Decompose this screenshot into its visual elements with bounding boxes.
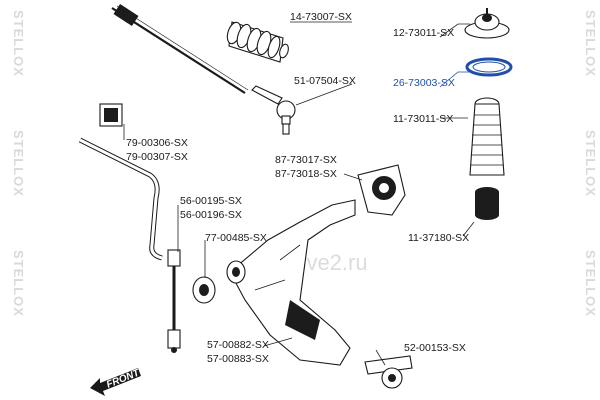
label-87-73018: 87-73018-SX xyxy=(275,168,337,180)
stabilizer-link xyxy=(167,249,181,353)
shock-boot xyxy=(469,97,505,176)
watermark-right-3: STELLOX xyxy=(583,250,598,317)
leader-lines xyxy=(123,21,475,366)
label-56-00195: 56-00195-SX xyxy=(180,195,242,207)
label-57-00882: 57-00882-SX xyxy=(207,339,269,351)
watermark-left-2: STELLOX xyxy=(11,130,26,197)
label-57-00883: 57-00883-SX xyxy=(207,353,269,365)
stabilizer-bar xyxy=(78,103,163,261)
lower-control-arm xyxy=(226,199,356,366)
watermark-right-2: STELLOX xyxy=(583,130,598,197)
watermark-right-1: STELLOX xyxy=(583,10,598,77)
label-77-00485: 77-00485-SX xyxy=(205,232,267,244)
watermark-left-1: STELLOX xyxy=(11,10,26,77)
tie-rod-end xyxy=(251,85,296,135)
label-26-73003: 26-73003-SX xyxy=(393,77,455,89)
steering-boot xyxy=(226,21,289,63)
watermark-left-3: STELLOX xyxy=(11,250,26,317)
label-12-73011: 12-73011-SX xyxy=(393,27,454,39)
subframe-bushing xyxy=(357,164,406,216)
arm-bushing xyxy=(192,276,216,304)
label-52-00153: 52-00153-SX xyxy=(404,342,466,354)
label-11-73011: 11-73011-SX xyxy=(393,113,453,125)
label-79-00307: 79-00307-SX xyxy=(126,151,188,163)
watermark-left: STELLOX STELLOX STELLOX xyxy=(11,10,26,317)
ball-joint xyxy=(364,355,413,389)
label-56-00196: 56-00196-SX xyxy=(180,209,242,221)
part-labels: 14-73007-SX 12-73011-SX 26-73003-SX 51-0… xyxy=(126,11,469,365)
strut-mount xyxy=(464,8,510,39)
label-11-37180: 11-37180-SX xyxy=(408,232,469,244)
front-label: FRONT xyxy=(105,367,142,390)
label-51-07504: 51-07504-SX xyxy=(294,75,356,87)
steering-rack xyxy=(111,3,249,94)
label-79-00306: 79-00306-SX xyxy=(126,137,188,149)
label-14-73007: 14-73007-SX xyxy=(290,11,352,23)
front-arrow: FRONT xyxy=(90,367,142,396)
bump-stop xyxy=(475,187,499,220)
watermark-right: STELLOX STELLOX STELLOX xyxy=(583,10,598,317)
label-87-73017: 87-73017-SX xyxy=(275,154,337,166)
strut-bearing xyxy=(465,57,513,77)
